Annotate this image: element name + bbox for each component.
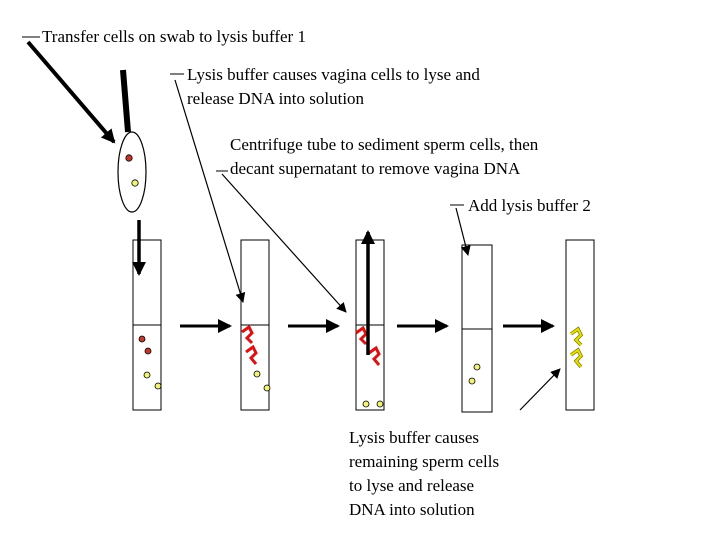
arrow-shaft xyxy=(455,207,471,256)
sperm-cell xyxy=(253,370,261,378)
sperm-dna-squiggle xyxy=(570,327,583,346)
step5-label-line2: remaining sperm cells xyxy=(349,452,500,471)
vagina-dna-squiggle xyxy=(241,324,254,345)
arrow-shaft xyxy=(221,173,347,313)
step3-label-line2: decant supernatant to remove vagina DNA xyxy=(230,159,521,178)
sperm-cell xyxy=(362,400,370,408)
step2-label-line2: release DNA into solution xyxy=(187,89,365,108)
tube-outline xyxy=(565,239,595,411)
swab xyxy=(117,69,147,213)
tube-2 xyxy=(240,239,271,411)
sperm-cell xyxy=(473,363,481,371)
step5-label-line4: DNA into solution xyxy=(349,500,475,519)
sperm-cell xyxy=(154,382,162,390)
tube-3 xyxy=(355,230,385,411)
sperm-cell xyxy=(263,384,271,392)
step1-label: Transfer cells on swab to lysis buffer 1 xyxy=(42,27,306,46)
swab-head xyxy=(117,131,147,213)
arrow-step3 xyxy=(216,170,347,313)
arrow-step5 xyxy=(519,368,561,411)
step4-label: Add lysis buffer 2 xyxy=(468,196,591,215)
vagina-cell xyxy=(144,347,152,355)
tube-5 xyxy=(565,239,595,411)
vagina-dna-squiggle xyxy=(368,345,381,366)
sperm-cell xyxy=(143,371,151,379)
step3-label-line1: Centrifuge tube to sediment sperm cells,… xyxy=(230,135,539,154)
tube-4 xyxy=(461,244,493,413)
step5-label-line1: Lysis buffer causes xyxy=(349,428,479,447)
swab-stick xyxy=(120,69,131,133)
sperm-cell xyxy=(468,377,476,385)
vagina-cell xyxy=(125,154,133,162)
vagina-dna-squiggle xyxy=(245,344,258,365)
vagina-dna-squiggle xyxy=(355,325,368,346)
sperm-cell xyxy=(131,179,139,187)
step2-label-line1: Lysis buffer causes vagina cells to lyse… xyxy=(187,65,480,84)
sperm-dna-squiggle xyxy=(570,348,583,368)
tube-1 xyxy=(132,220,162,411)
arrow-shaft xyxy=(174,79,246,303)
arrow-step4 xyxy=(450,204,471,256)
vagina-cell xyxy=(138,335,146,343)
arrow-step2 xyxy=(170,73,246,303)
step5-label-line3: to lyse and release xyxy=(349,476,475,495)
arrow-shaft xyxy=(26,40,116,144)
arrow-step1 xyxy=(22,36,116,144)
sperm-cell xyxy=(376,400,384,408)
